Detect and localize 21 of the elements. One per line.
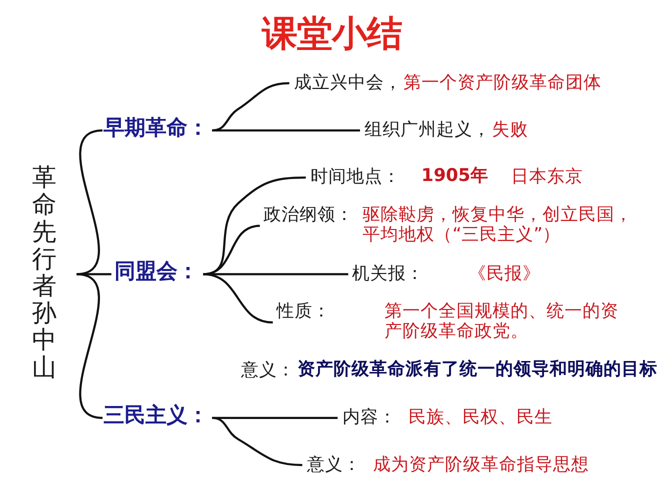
node-text: 早期革命：: [104, 115, 209, 140]
node-text: 性质： 第一个全国规模的、统一的资产阶级革命政党。: [276, 302, 619, 342]
node-text: 组织广州起义，失败: [364, 120, 528, 140]
node-text: 革命先行者孙中山: [32, 162, 57, 382]
node-text: 同盟会：: [114, 259, 198, 284]
connector: [76, 273, 103, 419]
diagram-title: 课堂小结: [262, 14, 402, 55]
node-text: 成立兴中会，第一个资产阶级革命团体: [294, 72, 602, 93]
node-text: 政治纲领： 驱除鞑虏，恢复中华，创立民国，平均地权（“三民主义”）: [263, 204, 632, 245]
label: 意义：: [240, 360, 295, 381]
connector: [212, 82, 290, 132]
node-text: 三民主义：: [104, 402, 209, 428]
node-text: 意义： 成为资产阶级革命指导思想: [306, 454, 589, 475]
node-text: 机关报： 《民报》: [352, 264, 540, 284]
node-text: 内容： 民族、民权、民生: [342, 408, 552, 428]
connector: [212, 129, 360, 132]
connector: [212, 416, 302, 466]
node-text: 时间地点： 1905年 日本东京: [310, 166, 583, 188]
label: 资产阶级革命派有了统一的领导和明确的目标: [298, 359, 658, 380]
connector: [203, 273, 273, 324]
connector: [76, 129, 103, 276]
